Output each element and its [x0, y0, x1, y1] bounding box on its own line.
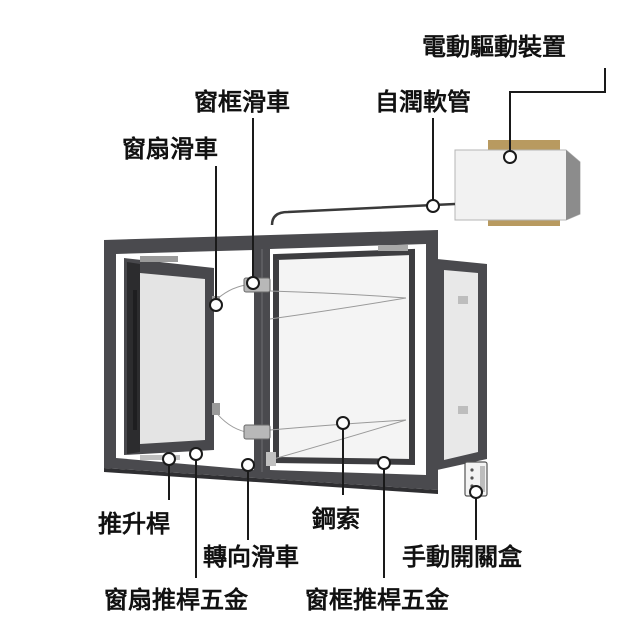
top-bracket: [488, 140, 560, 150]
label-steel-cable: 鋼索: [312, 505, 360, 533]
marker-sash-rod-hardware: [189, 447, 203, 461]
label-sash-rod-hardware: 窗扇推桿五金: [104, 586, 249, 614]
marker-sash-pulley: [209, 298, 223, 312]
sash-top-hinge: [140, 256, 178, 262]
marker-steel-cable: [336, 416, 350, 430]
marker-turn-pulley: [241, 458, 255, 472]
labels: 電動驅動裝置 窗框滑車 自潤軟管 窗扇滑車 推升桿 鋼索 轉向滑車 手動開關盒 …: [98, 33, 566, 614]
drive-device-unit: [454, 140, 581, 226]
leader-drive-device: [509, 68, 606, 157]
marker-self-lube-tube: [426, 199, 440, 213]
marker-dots: [162, 150, 517, 499]
label-frame-rod-hardware: 窗框推桿五金: [305, 586, 450, 614]
marker-frame-rod-hardware: [377, 456, 391, 470]
label-frame-pulley: 窗框滑車: [194, 88, 290, 116]
label-drive-device: 電動驅動裝置: [422, 33, 566, 61]
drive-box-side: [566, 150, 580, 220]
leader-lines: [168, 68, 606, 578]
self-lube-tube: [270, 202, 456, 226]
label-sash-pulley: 窗扇滑車: [122, 135, 218, 163]
bottom-bracket: [488, 216, 560, 226]
label-turn-pulley: 轉向滑車: [203, 543, 299, 571]
label-manual-switch-box: 手動開關盒: [402, 543, 523, 571]
marker-frame-pulley: [246, 276, 260, 290]
label-push-rod: 推升桿: [98, 510, 170, 538]
marker-push-rod: [162, 452, 176, 466]
marker-manual-switch-box: [469, 485, 483, 499]
right-sash: [437, 259, 487, 470]
left-sash: [124, 256, 214, 455]
label-self-lube-tube: 自潤軟管: [375, 88, 471, 116]
marker-drive-device: [503, 150, 517, 164]
